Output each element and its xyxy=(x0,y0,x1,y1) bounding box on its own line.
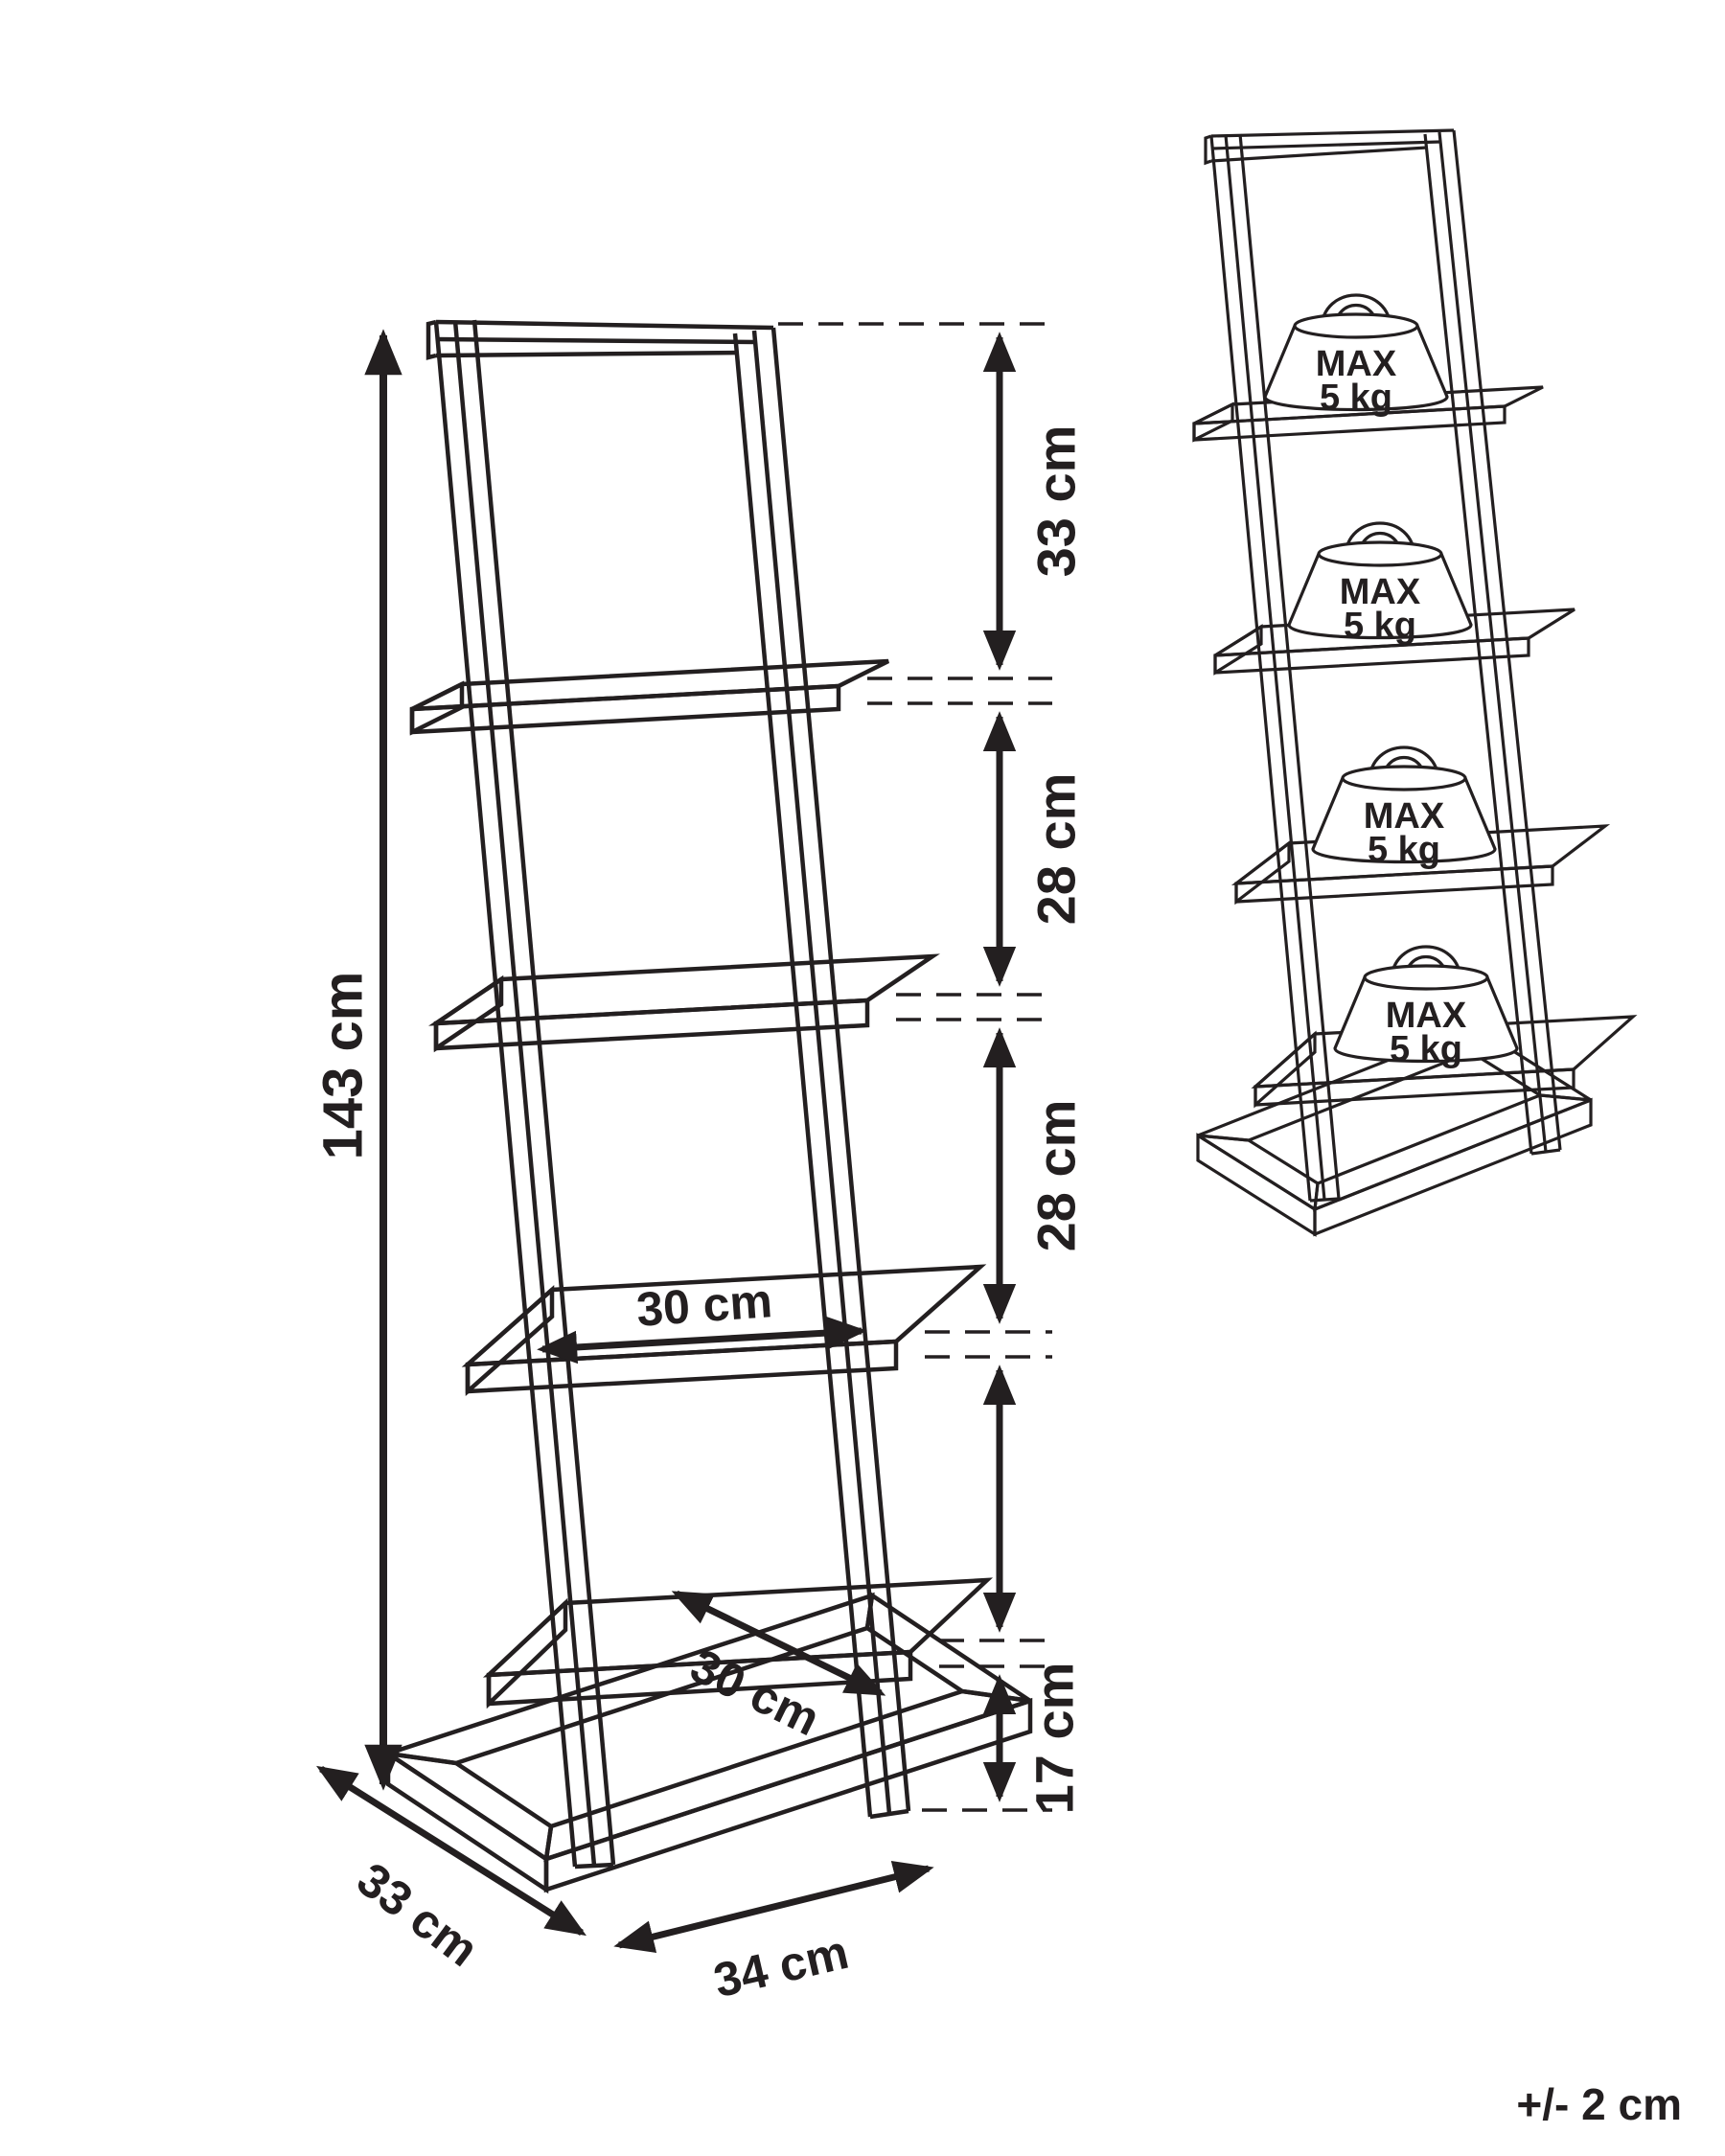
weight-4-max: MAX xyxy=(1386,996,1467,1036)
weight-3: MAX 5 kg xyxy=(1311,745,1497,870)
base-depth-arrow xyxy=(316,1765,586,1937)
label-tolerance: +/- 2 cm xyxy=(1516,2079,1682,2129)
frame-rails xyxy=(426,319,911,1869)
weight-4-value: 5 kg xyxy=(1390,1029,1462,1069)
label-shelf-gap-1: 28 cm xyxy=(1026,773,1087,926)
projection-dashes xyxy=(778,322,1052,1812)
shelf-2 xyxy=(428,953,940,1053)
shelf-1 xyxy=(409,658,890,736)
frame-rails-right xyxy=(1204,128,1562,1203)
ladder-drawing-right: MAX 5 kg MAX 5 kg MAX 5 kg MAX 5 kg xyxy=(1192,128,1638,1237)
label-shelf-depth-middle: 30 cm xyxy=(634,1273,773,1337)
label-top-shelf-gap: 33 cm xyxy=(1026,425,1087,578)
label-total-height: 143 cm xyxy=(312,972,375,1160)
ladder-drawing-left: 143 cm 33 cm 28 cm 28 cm 17 cm 30 cm 30 … xyxy=(312,319,1087,2007)
weight-3-value: 5 kg xyxy=(1368,830,1440,870)
label-base-height: 17 cm xyxy=(1024,1663,1085,1815)
weight-2: MAX 5 kg xyxy=(1287,521,1473,646)
weight-1-max: MAX xyxy=(1316,344,1397,384)
base-width-arrow xyxy=(613,1860,934,1954)
weight-2-value: 5 kg xyxy=(1344,606,1416,646)
shelf-depth-arrow-middle xyxy=(537,1316,867,1365)
weight-2-max: MAX xyxy=(1340,572,1421,612)
shelf-depth-arrow-bottom xyxy=(671,1590,886,1697)
weight-1-value: 5 kg xyxy=(1320,378,1392,418)
weight-3-max: MAX xyxy=(1364,796,1445,837)
label-base-width: 34 cm xyxy=(709,1925,854,2007)
shelves-right xyxy=(1192,385,1638,1109)
weight-4: MAX 5 kg xyxy=(1333,945,1519,1069)
weight-1: MAX 5 kg xyxy=(1263,293,1449,418)
label-shelf-gap-2: 28 cm xyxy=(1026,1100,1087,1252)
label-base-depth: 33 cm xyxy=(348,1852,489,1977)
